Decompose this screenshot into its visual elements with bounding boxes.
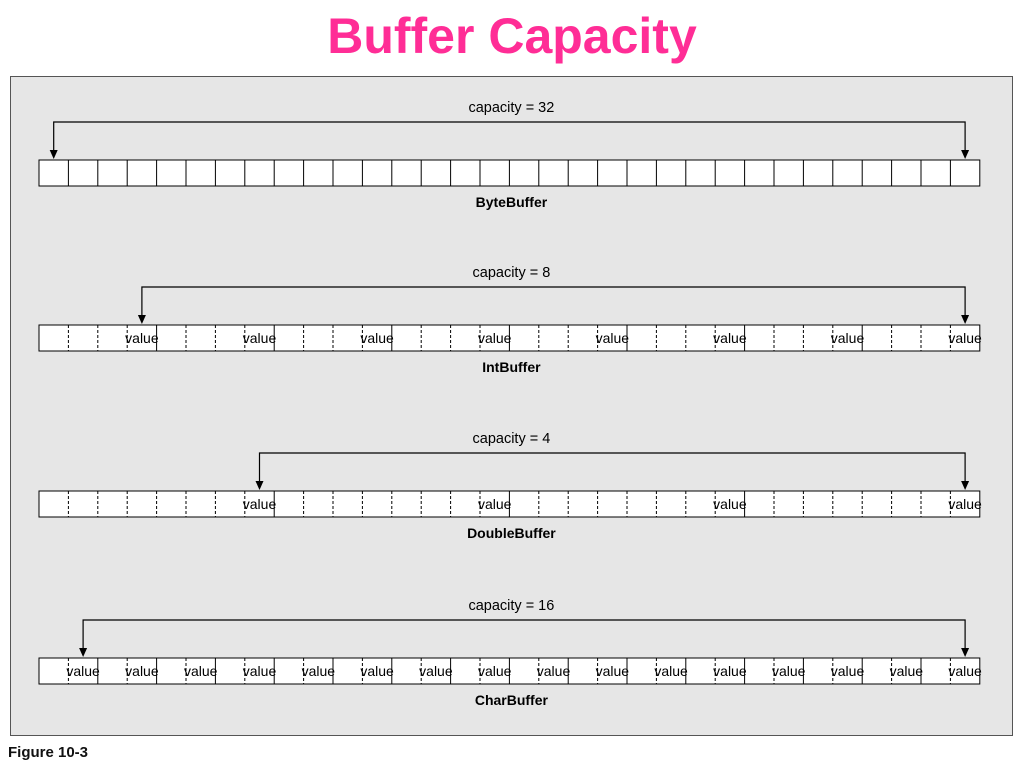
capacity-label: capacity = 16 (468, 598, 554, 614)
arrow-head-right (961, 150, 970, 159)
arrow-head-left (255, 481, 264, 490)
element-value-label: value (831, 330, 865, 346)
buffer-name: CharBuffer (475, 692, 549, 708)
element-value-label: value (243, 330, 277, 346)
capacity-bracket (258, 452, 966, 488)
element-value-label: value (713, 496, 747, 512)
element-value-label: value (537, 663, 571, 679)
arrow-head-left (79, 648, 88, 657)
element-value-label: value (243, 663, 277, 679)
element-value-label: value (948, 663, 982, 679)
element-value-label: value (478, 496, 512, 512)
buffer-diagram: capacity = 32 ByteBuffer capacity = 8 value… (38, 100, 982, 708)
capacity-bracket (53, 121, 966, 157)
element-value-label: value (596, 330, 630, 346)
buffer-name: IntBuffer (482, 359, 541, 375)
arrow-head-right (961, 648, 970, 657)
capacity-bracket (141, 286, 966, 322)
element-value-label: value (713, 663, 747, 679)
element-value-label: value (302, 663, 336, 679)
element-value-label: value (125, 663, 159, 679)
element-value-label: value (66, 663, 100, 679)
element-value-label: value (654, 663, 688, 679)
arrow-head-right (961, 481, 970, 490)
element-value-label: value (419, 663, 453, 679)
figure-panel: capacity = 32 ByteBuffer capacity = 8 value… (10, 76, 1013, 736)
element-value-label: value (596, 663, 630, 679)
element-value-label: value (243, 496, 277, 512)
element-value-label: value (478, 330, 512, 346)
element-value-label: value (360, 663, 394, 679)
element-value-label: value (772, 663, 806, 679)
capacity-label: capacity = 8 (473, 265, 551, 281)
buffer-name: ByteBuffer (476, 194, 548, 210)
capacity-label: capacity = 4 (473, 431, 551, 447)
figure-caption: Figure 10-3 (8, 744, 89, 761)
element-value-label: value (360, 330, 394, 346)
element-value-label: value (478, 663, 512, 679)
arrow-head-left (137, 315, 146, 324)
arrow-head-left (49, 150, 58, 159)
capacity-bracket (82, 619, 966, 655)
element-value-label: value (184, 663, 218, 679)
element-value-label: value (948, 496, 982, 512)
arrow-head-right (961, 315, 970, 324)
buffer-name: DoubleBuffer (467, 525, 556, 541)
element-value-label: value (890, 663, 924, 679)
element-value-label: value (713, 330, 747, 346)
element-value-label: value (125, 330, 159, 346)
slide-title: Buffer Capacity (327, 8, 697, 64)
element-value-label: value (948, 330, 982, 346)
capacity-label: capacity = 32 (468, 100, 554, 116)
element-value-label: value (831, 663, 865, 679)
